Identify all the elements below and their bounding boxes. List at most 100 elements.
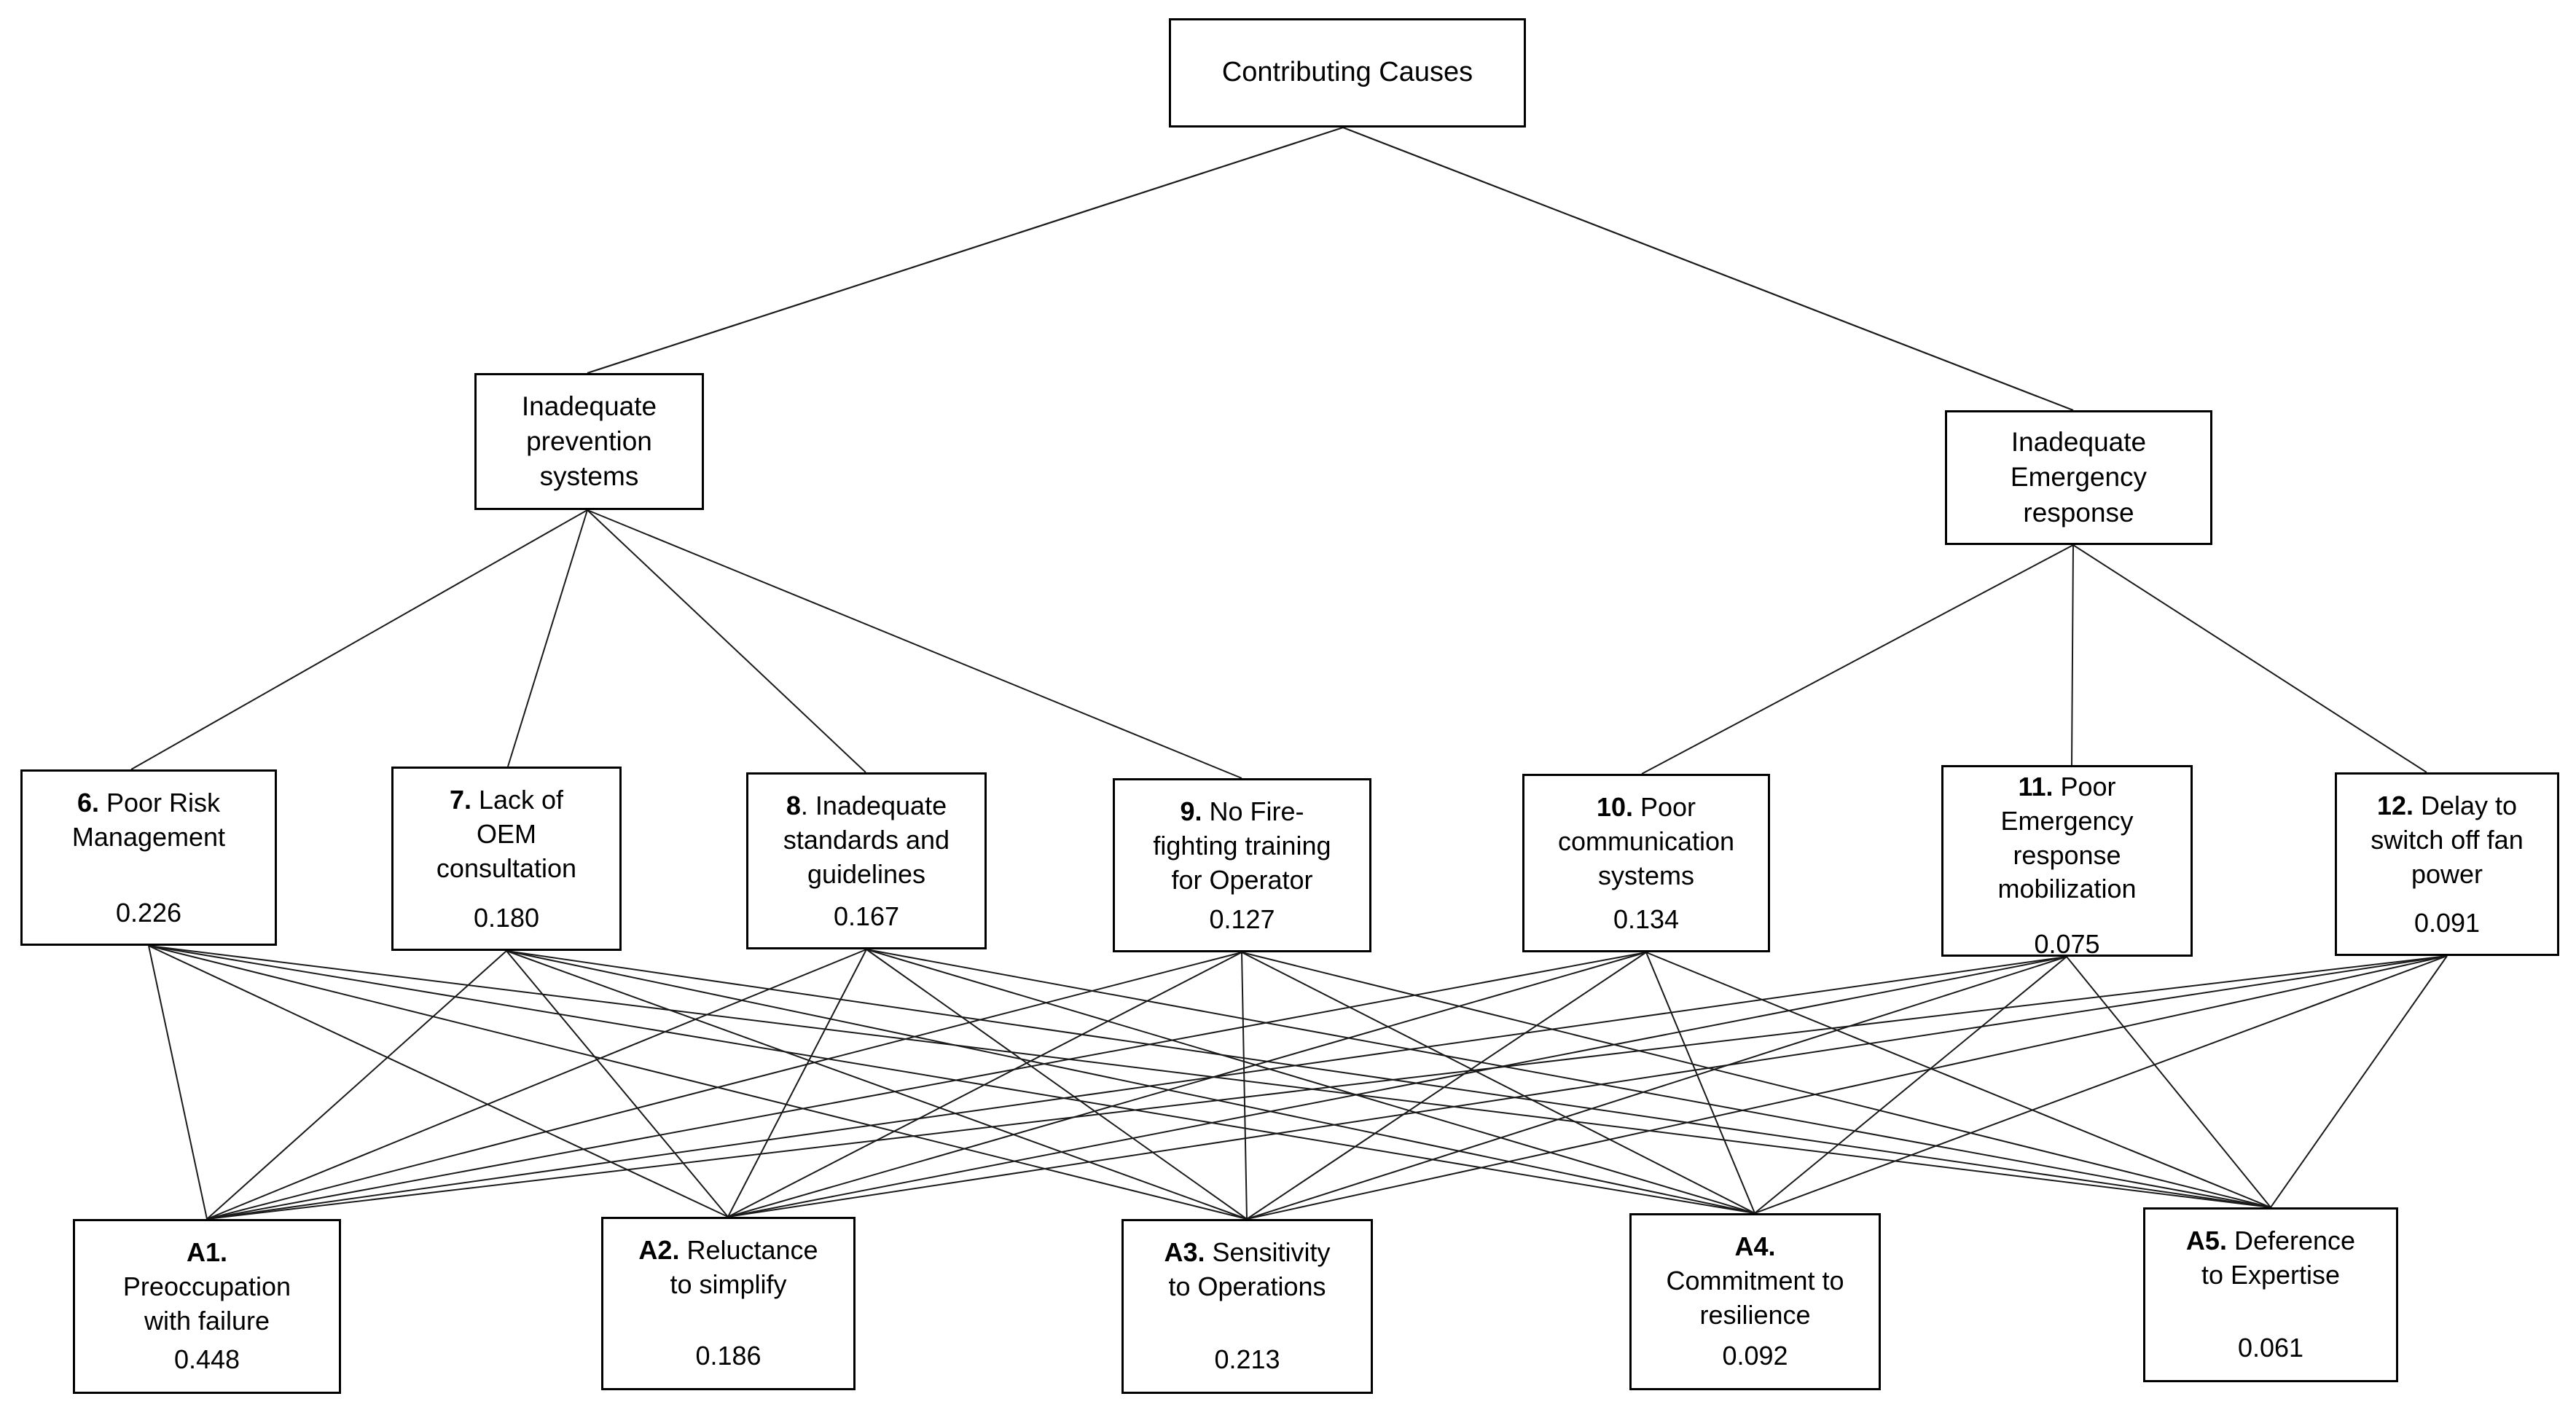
edges-root-to-branches [587, 126, 2074, 412]
node-value: 0.061 [2237, 1333, 2304, 1363]
node-cause-11-poor-emergency-response-mobilization[interactable]: 11. Poor Emergency response mobilization… [1941, 765, 2193, 959]
node-number: A5. [2185, 1226, 2227, 1255]
node-label: A4. Commitment to resilience [1632, 1230, 1879, 1332]
node-label: 9. No Fire- fighting training for Operat… [1115, 795, 1369, 897]
edge-cause-to-attribute [206, 955, 2448, 1220]
node-attribute-a4-commitment-to-resilience[interactable]: A4. Commitment to resilience 0.092 [1629, 1213, 1881, 1390]
node-text: . Inadequate standards and guidelines [783, 791, 950, 889]
edges-causes-to-attributes [148, 945, 2448, 1220]
node-value: 0.448 [173, 1344, 240, 1375]
node-number: 7. [449, 785, 471, 815]
node-cause-7-lack-of-oem-consultation[interactable]: 7. Lack of OEM consultation 0.180 [391, 767, 622, 951]
node-label: A3. Sensitivity to Operations [1124, 1236, 1371, 1304]
node-label: 10. Poor communication systems [1524, 791, 1768, 893]
node-number: 9. [1180, 796, 1202, 826]
edge-cause-to-attribute [1241, 952, 1755, 1214]
edge-cause-to-attribute [1246, 955, 2448, 1220]
node-label: A5. Deference to Expertise [2145, 1224, 2396, 1293]
edge-cause-to-attribute [148, 945, 1755, 1214]
node-cause-6-poor-risk-management[interactable]: 6. Poor Risk Management 0.226 [20, 769, 277, 946]
edges-branch2-to-causes [1641, 544, 2427, 775]
node-text: Sensitivity to Operations [1168, 1237, 1331, 1301]
node-value: 0.134 [1613, 904, 1680, 935]
node-cause-10-poor-communication-systems[interactable]: 10. Poor communication systems 0.134 [1522, 774, 1770, 952]
node-attribute-a5-deference-to-expertise[interactable]: A5. Deference to Expertise 0.061 [2143, 1207, 2398, 1382]
edge-cause-to-attribute [206, 952, 1647, 1220]
edge-cause-to-attribute [727, 952, 1647, 1218]
edge-cause-to-attribute [1241, 952, 2271, 1208]
node-text: Reluctance to simplify [670, 1235, 818, 1299]
node-text: Deference to Expertise [2201, 1226, 2356, 1290]
node-label: A2. Reluctance to simplify [603, 1234, 853, 1302]
edge-cause-to-attribute [866, 949, 1248, 1220]
node-number: 12. [2376, 791, 2413, 820]
node-value: 0.127 [1209, 904, 1275, 935]
edge-cause-to-attribute [1754, 956, 2067, 1214]
node-label: A1. Preoccupation with failure [75, 1236, 339, 1338]
edge-cause-to-attribute [206, 956, 2067, 1220]
edge-cause-to-attribute [1246, 956, 2067, 1220]
node-attribute-a3-sensitivity-to-operations[interactable]: A3. Sensitivity to Operations 0.213 [1121, 1219, 1373, 1394]
node-text: Poor Risk Management [71, 788, 226, 852]
edge-cause-to-attribute [727, 949, 867, 1218]
node-number: A3. [1164, 1237, 1205, 1267]
edge-cause-to-attribute [727, 952, 1242, 1218]
node-value: 0.186 [695, 1341, 762, 1371]
edge-cause-to-attribute [727, 956, 2067, 1218]
node-value: 0.092 [1722, 1341, 1788, 1371]
node-label: Contributing Causes [1221, 57, 1473, 88]
node-text: Commitment to resilience [1666, 1265, 1844, 1330]
node-text: Poor Emergency response mobilization [1997, 772, 2137, 904]
node-value: 0.180 [473, 903, 540, 933]
edge-cause-to-attribute [1645, 952, 1755, 1214]
edge-cause-to-attribute [206, 950, 507, 1220]
edge-cause-to-attribute [1754, 955, 2448, 1214]
edges-branch1-to-causes [130, 509, 1242, 779]
node-label: 6. Poor Risk Management [23, 786, 275, 855]
node-value: 0.091 [2413, 908, 2481, 938]
node-label: Inadequate prevention systems [521, 391, 657, 492]
node-number: 8 [786, 791, 801, 820]
edge-cause-to-attribute [1246, 952, 1647, 1220]
node-number: 6. [77, 788, 99, 818]
node-contributing-causes[interactable]: Contributing Causes [1169, 18, 1526, 128]
edge-cause-to-attribute [1645, 952, 2271, 1208]
node-attribute-a1-preoccupation-with-failure[interactable]: A1. Preoccupation with failure 0.448 [73, 1219, 341, 1394]
edge-cause-to-attribute [506, 950, 1755, 1214]
node-attribute-a2-reluctance-to-simplify[interactable]: A2. Reluctance to simplify 0.186 [601, 1217, 856, 1390]
node-number: A1. [186, 1237, 228, 1267]
node-label: 11. Poor Emergency response mobilization [1943, 770, 2191, 906]
node-text: Lack of OEM consultation [436, 785, 577, 883]
edge-cause-to-attribute [148, 945, 2271, 1208]
node-inadequate-emergency-response[interactable]: Inadequate Emergency response [1945, 410, 2212, 545]
edge-cause-to-attribute [2270, 955, 2448, 1208]
node-number: A4. [1734, 1231, 1776, 1261]
edge-cause-to-attribute [148, 945, 729, 1218]
edge-cause-to-attribute [2066, 956, 2271, 1208]
node-text: Delay to switch off fan power [2371, 791, 2524, 889]
node-value: 0.167 [833, 901, 900, 932]
node-value: 0.213 [1214, 1344, 1280, 1375]
node-label: 12. Delay to switch off fan power [2337, 789, 2557, 891]
edge-cause-to-attribute [206, 949, 867, 1220]
node-value: 0.075 [2034, 929, 2100, 960]
edge-cause-to-attribute [506, 950, 1248, 1220]
node-text: Preoccupation with failure [122, 1271, 291, 1336]
node-value: 0.226 [115, 898, 182, 928]
node-label: Inadequate Emergency response [2010, 427, 2148, 528]
edge-cause-to-attribute [206, 952, 1242, 1220]
node-inadequate-prevention-systems[interactable]: Inadequate prevention systems [474, 373, 704, 510]
node-cause-8-inadequate-standards-and-guidelines[interactable]: 8. Inadequate standards and guidelines 0… [746, 772, 987, 949]
node-label: 7. Lack of OEM consultation [394, 783, 619, 885]
node-cause-12-delay-to-switch-off-fan-power[interactable]: 12. Delay to switch off fan power 0.091 [2335, 772, 2559, 956]
edge-cause-to-attribute [506, 950, 729, 1218]
edge-cause-to-attribute [866, 949, 1755, 1214]
edge-cause-to-attribute [148, 945, 1248, 1220]
node-cause-9-no-fire-fighting-training-for-operator[interactable]: 9. No Fire- fighting training for Operat… [1113, 778, 1371, 952]
node-text: Poor communication systems [1557, 792, 1735, 890]
edge-cause-to-attribute [506, 950, 2271, 1208]
node-text: No Fire- fighting training for Operator [1153, 796, 1331, 895]
edge-cause-to-attribute [727, 955, 2448, 1218]
